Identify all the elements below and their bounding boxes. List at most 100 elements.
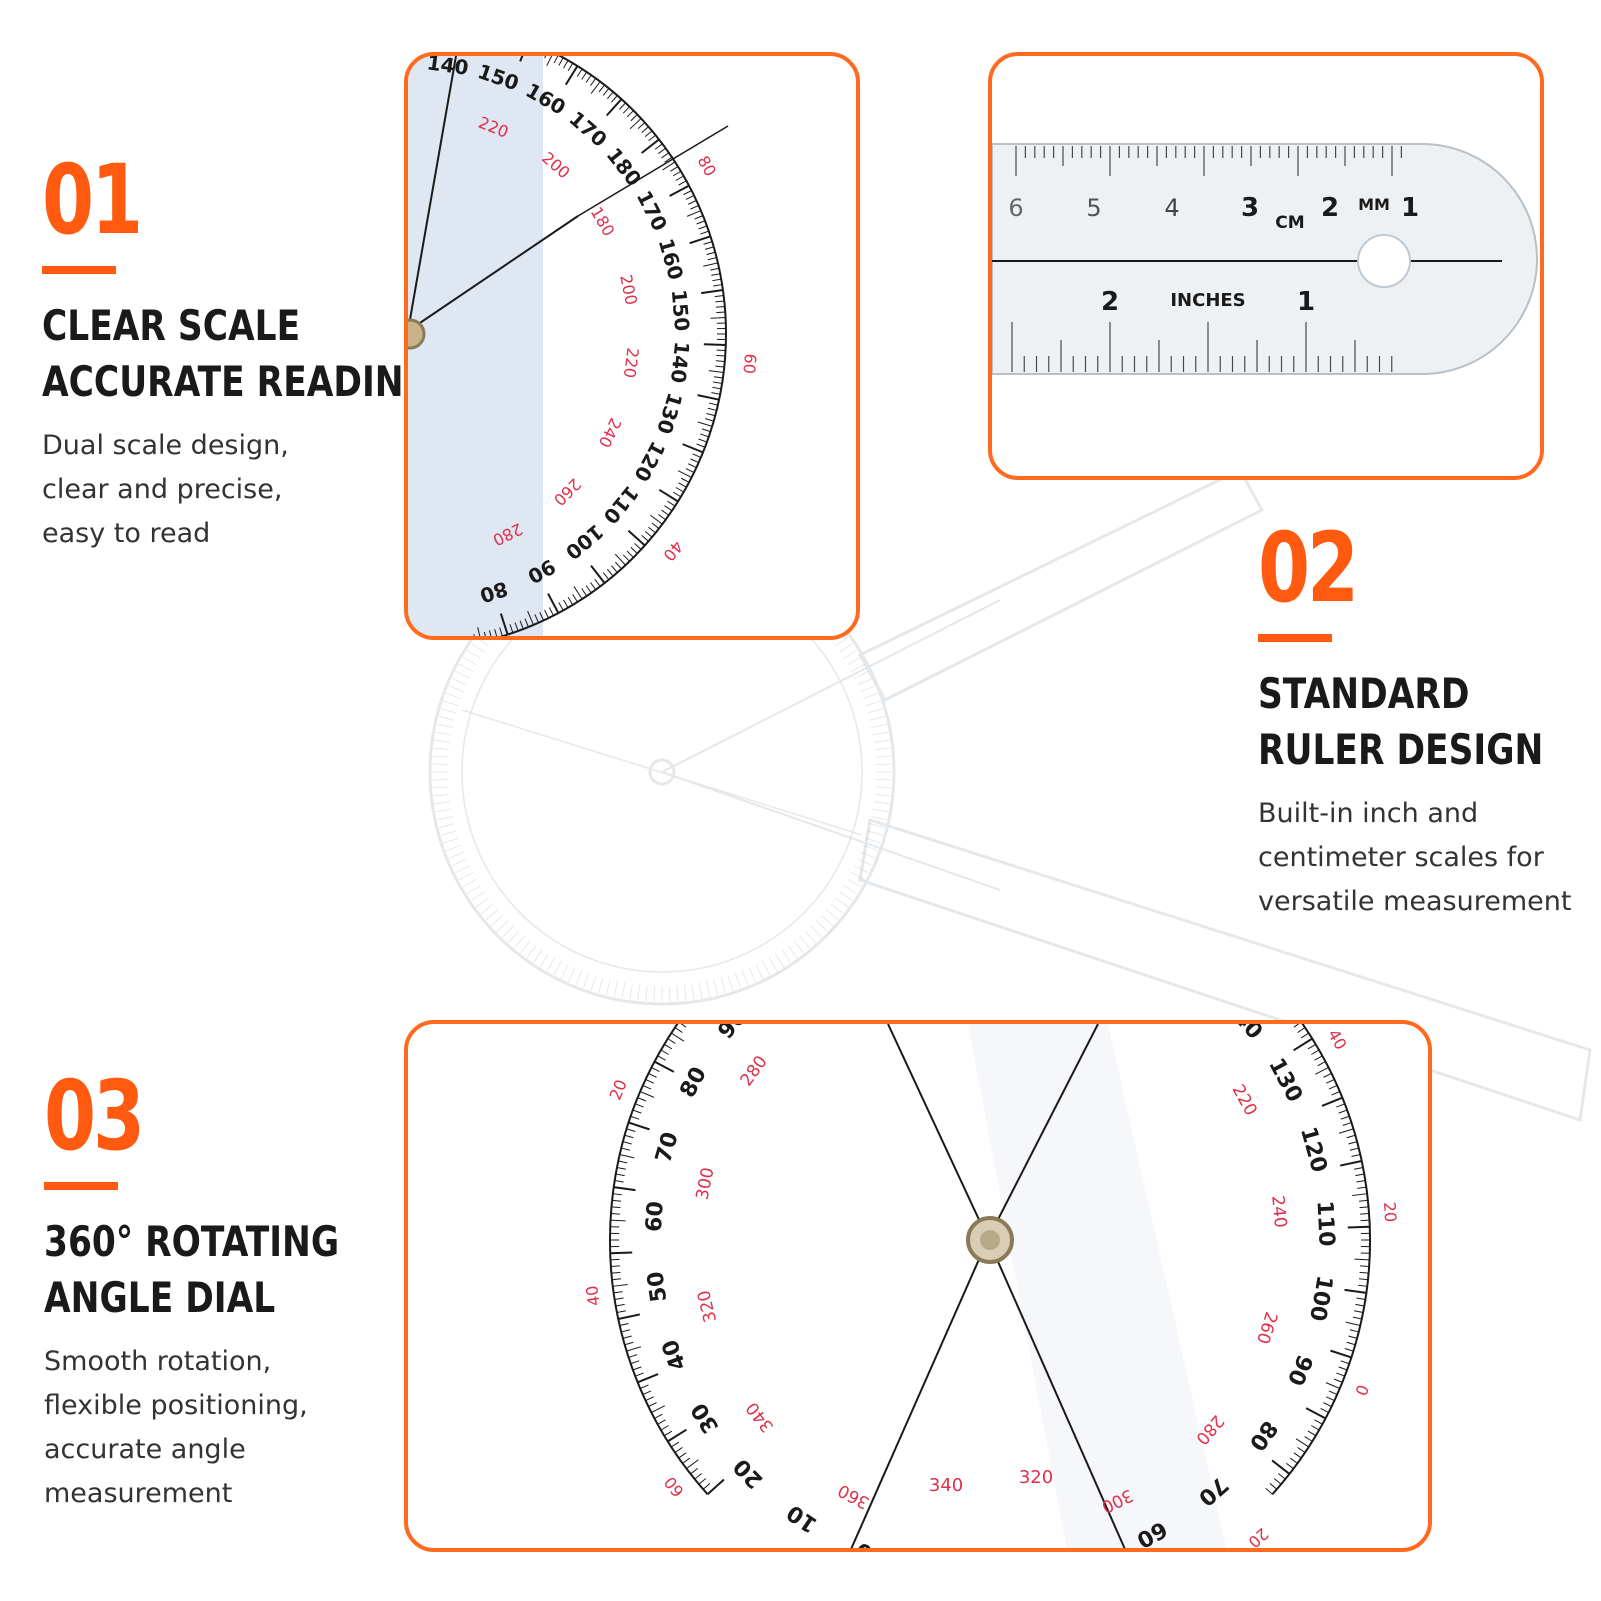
dial-tick: [707, 257, 717, 261]
background-tick: [480, 903, 494, 914]
dial-tick: [606, 91, 614, 100]
dial-number: 80: [1244, 1416, 1282, 1455]
dial-tick: [644, 530, 653, 538]
background-tick: [435, 808, 452, 813]
dial-outer-red-number: 60: [660, 1473, 688, 1501]
background-tick: [433, 793, 450, 797]
background-tick: [653, 985, 656, 1002]
dial-tick: [686, 1459, 699, 1470]
dial-tick: [547, 593, 560, 614]
dial-tick: [664, 1430, 673, 1437]
dial-tick: [610, 1219, 626, 1222]
dial-tick: [671, 1441, 680, 1448]
background-tick: [443, 837, 459, 844]
dial-tick: [706, 412, 716, 417]
dial-tick: [1354, 1258, 1370, 1261]
dial-number: 120: [1295, 1124, 1331, 1175]
background-tick: [440, 830, 457, 836]
dial-red-number: 180: [587, 204, 619, 240]
background-tick: [471, 891, 485, 902]
dial-number: 170: [632, 187, 672, 235]
dial-tick: [1355, 1303, 1365, 1307]
dial-tick: [642, 1390, 652, 1396]
dial-tick: [613, 1291, 623, 1294]
dial-tick: [544, 56, 547, 59]
background-tick: [850, 872, 866, 881]
dial-tick: [651, 1405, 666, 1413]
dial-tick: [1317, 1061, 1326, 1067]
background-tick: [553, 960, 562, 976]
dial-tick: [1340, 1360, 1350, 1365]
dial-number: 130: [1263, 1054, 1307, 1106]
dial-tick: [1321, 1096, 1343, 1107]
dial-tick: [640, 1091, 655, 1098]
background-tick: [875, 786, 892, 789]
dial-tick: [714, 294, 724, 298]
dial-tick: [1325, 1382, 1340, 1389]
dial-tick: [648, 134, 656, 142]
dial-tick: [1293, 1037, 1313, 1052]
dial-tick: [628, 1121, 650, 1131]
dial-tick: [610, 1212, 620, 1215]
background-tick: [873, 739, 890, 743]
dial-tick: [1328, 1390, 1338, 1396]
dial-tick: [610, 1251, 633, 1255]
dial-tick: [697, 421, 713, 427]
background-tick: [867, 830, 884, 836]
dial-tick: [698, 438, 708, 443]
dial-red-number: 200: [538, 148, 574, 182]
dial-tick: [544, 609, 549, 619]
dial-tick: [1356, 1297, 1366, 1300]
background-tick: [874, 793, 891, 797]
dial-tick: [715, 305, 725, 308]
background-tick: [873, 801, 890, 805]
background-tick: [451, 677, 467, 686]
dial-tick: [664, 505, 673, 512]
background-tick: [854, 670, 869, 679]
dial-tick: [626, 1128, 636, 1133]
background-tick: [834, 636, 849, 647]
dial-tick: [611, 1271, 621, 1274]
feature-3-description: Smooth rotation, flexible positioning, a…: [44, 1346, 308, 1509]
dial-number: 70: [651, 1129, 683, 1165]
dial-tick: [703, 241, 713, 245]
background-tick: [781, 949, 792, 963]
dial-tick: [682, 1457, 691, 1464]
background-tick: [843, 884, 858, 895]
background-tick: [874, 747, 891, 751]
background-tick: [860, 851, 876, 859]
background-tick: [850, 663, 866, 672]
cm-number-6: 6: [1008, 194, 1023, 222]
background-tick: [847, 878, 862, 888]
dial-tick: [630, 546, 638, 554]
dial-tick: [670, 166, 679, 172]
dial-number: 30: [687, 1398, 724, 1437]
dial-tick: [613, 1186, 636, 1192]
dial-tick: [1352, 1316, 1362, 1320]
dial-tick: [612, 1193, 622, 1196]
dial-number: 140: [666, 340, 694, 384]
background-tick: [774, 953, 785, 968]
background-tick: [793, 940, 804, 954]
cm-unit-label: CM: [1275, 213, 1304, 233]
dial-tick: [618, 1160, 628, 1164]
dial-tick: [1345, 1321, 1361, 1326]
background-tick: [546, 957, 556, 972]
dial-tick: [678, 180, 687, 186]
dial-red-number: 340: [742, 1398, 778, 1436]
dial-outer-red-number: 40: [1324, 1026, 1351, 1053]
dial-tick: [686, 210, 702, 217]
background-tick: [741, 970, 749, 986]
dial-tick: [704, 246, 714, 250]
background-tick: [436, 816, 453, 821]
dial-tick: [662, 161, 676, 171]
dial-tick: [1311, 1049, 1320, 1055]
background-tick: [691, 983, 695, 1000]
background-tick: [438, 715, 455, 721]
dial-tick: [563, 60, 569, 69]
dial-tick: [630, 114, 638, 122]
dial-tick: [548, 607, 554, 616]
background-tick: [526, 944, 537, 959]
dial-tick: [1273, 1478, 1282, 1485]
